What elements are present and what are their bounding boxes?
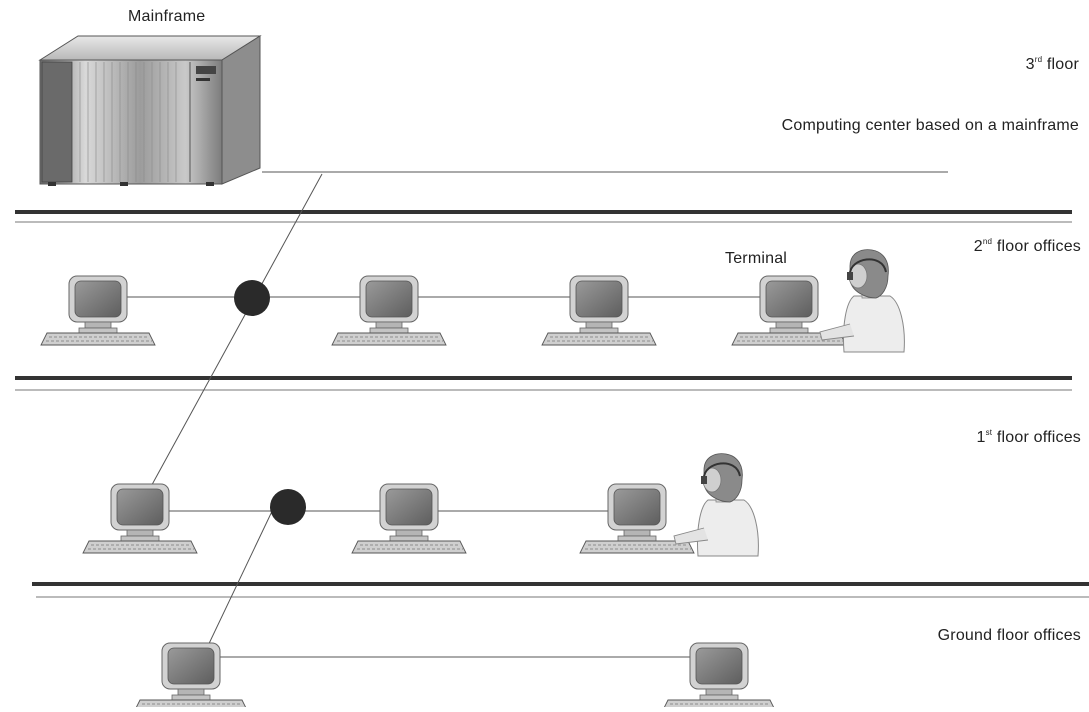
terminal-icon: [133, 642, 249, 712]
user-icon: [819, 248, 906, 353]
mainframe-label: Mainframe: [128, 8, 206, 25]
second-floor-label: 2nd floor offices: [973, 237, 1081, 255]
third-floor-label: 3rd floor: [1025, 55, 1079, 73]
terminal-icon: [40, 275, 156, 346]
computing-center-label: Computing center based on a mainframe: [781, 117, 1079, 134]
ground-floor-label: Ground floor offices: [937, 627, 1081, 644]
terminal-icon: [351, 483, 467, 554]
mainframe-icon: [38, 35, 262, 186]
terminal-icon: [331, 275, 447, 346]
terminal-icon: [541, 275, 657, 346]
user-icon: [673, 452, 760, 557]
floor-separators: [15, 210, 1089, 598]
terminal-icon: [661, 642, 777, 712]
hub-icon: [270, 489, 306, 525]
hub-icon: [234, 280, 270, 316]
connection-lines: [100, 171, 948, 658]
terminal-label: Terminal: [725, 250, 788, 267]
terminal-icon: [82, 483, 198, 554]
first-floor-label: 1st floor offices: [976, 428, 1081, 446]
